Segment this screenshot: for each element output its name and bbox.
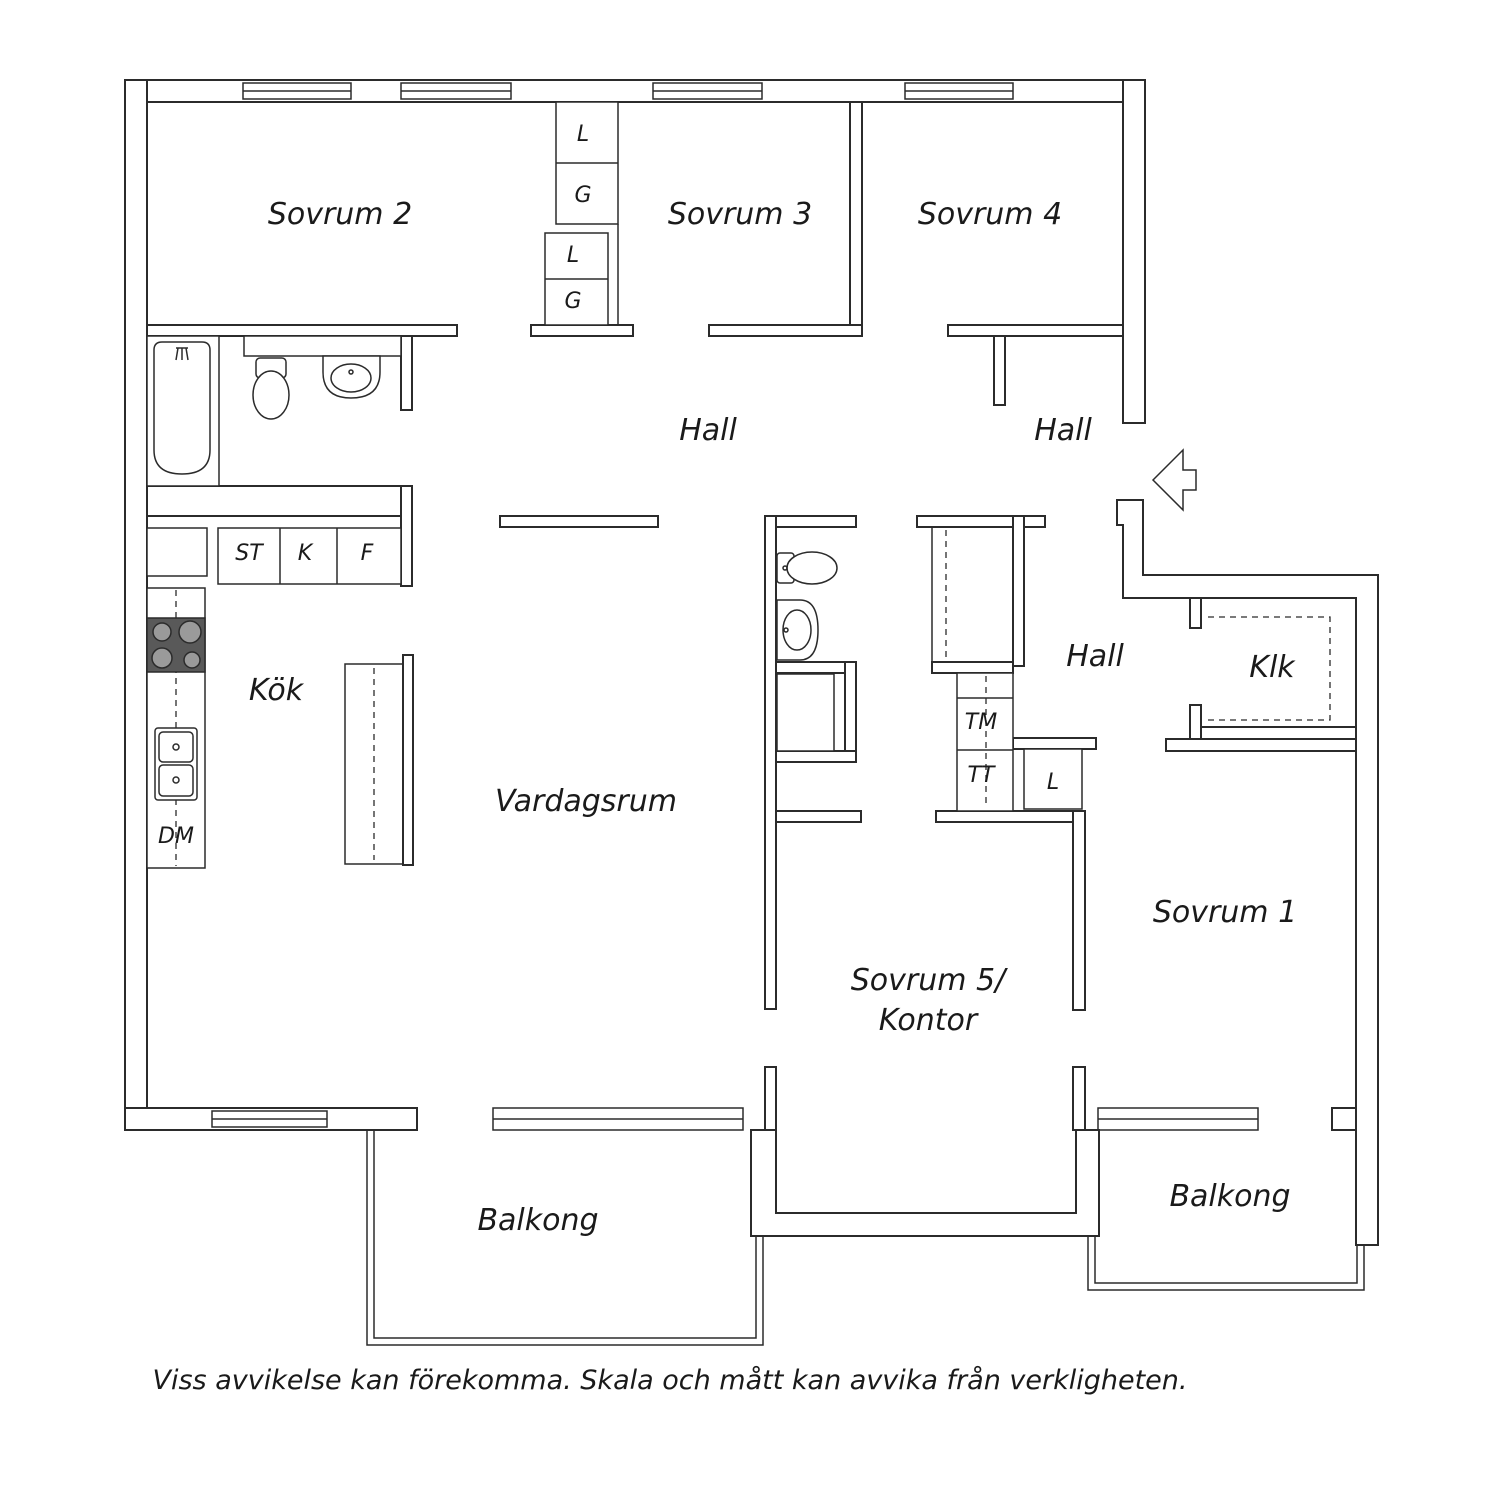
entrance-arrow-icon: [1151, 448, 1197, 512]
room-label-sovrum-1: Sovrum 1: [1153, 895, 1297, 930]
balconies: [366, 1129, 1365, 1346]
room-label-sovrum-5-line1: Sovrum 5/: [851, 963, 1008, 998]
room-label-sovrum-5-line2: Kontor: [879, 1003, 979, 1038]
room-label-hall-right: Hall: [1034, 413, 1092, 448]
fixture-label-tt: TT: [968, 763, 996, 788]
fixture-label-st: ST: [235, 541, 264, 566]
room-labels: Sovrum 2 Sovrum 3 Sovrum 4 Hall Hall Hal…: [249, 197, 1297, 1238]
toilet-icon: [252, 357, 290, 420]
outer-walls: [124, 79, 1379, 1246]
fixture-label-closet-g: G: [574, 183, 591, 208]
room-label-hall-center: Hall: [679, 413, 737, 448]
fixture-label-dm: DM: [158, 824, 194, 849]
fixture-label-closet-l: L: [567, 243, 579, 268]
fixture-label-k: K: [298, 541, 314, 566]
washbasin-icon: [776, 599, 819, 661]
interior-walls: [146, 101, 1357, 1131]
room-label-klk: Klk: [1249, 650, 1296, 685]
kitchen-sink-icon: [154, 727, 198, 801]
room-label-kok: Kök: [249, 673, 305, 708]
toilet-icon: [776, 551, 838, 585]
room-label-balkong-left: Balkong: [477, 1203, 598, 1238]
room-label-hall-inner: Hall: [1066, 639, 1124, 674]
room-label-sovrum-2: Sovrum 2: [268, 197, 412, 232]
room-label-balkong-right: Balkong: [1169, 1179, 1290, 1214]
fixture-label-closet-l: L: [577, 122, 589, 147]
fixture-label-closet-l: L: [1047, 770, 1059, 795]
fixture-label-tm: TM: [965, 710, 997, 735]
stove-icon: [146, 617, 206, 673]
room-label-sovrum-3: Sovrum 3: [668, 197, 812, 232]
fixture-label-f: F: [361, 541, 374, 566]
fixture-label-closet-g: G: [564, 289, 581, 314]
disclaimer-text: Viss avvikelse kan förekomma. Skala och …: [153, 1365, 1188, 1396]
room-label-vardagsrum: Vardagsrum: [495, 784, 677, 819]
bathtub-icon: [146, 335, 220, 487]
room-label-sovrum-4: Sovrum 4: [918, 197, 1062, 232]
fixture-labels: L G L G ST K F DM TM TT L: [158, 122, 1059, 849]
bathroom-fixtures: [146, 335, 838, 661]
washbasin-icon: [322, 355, 381, 399]
